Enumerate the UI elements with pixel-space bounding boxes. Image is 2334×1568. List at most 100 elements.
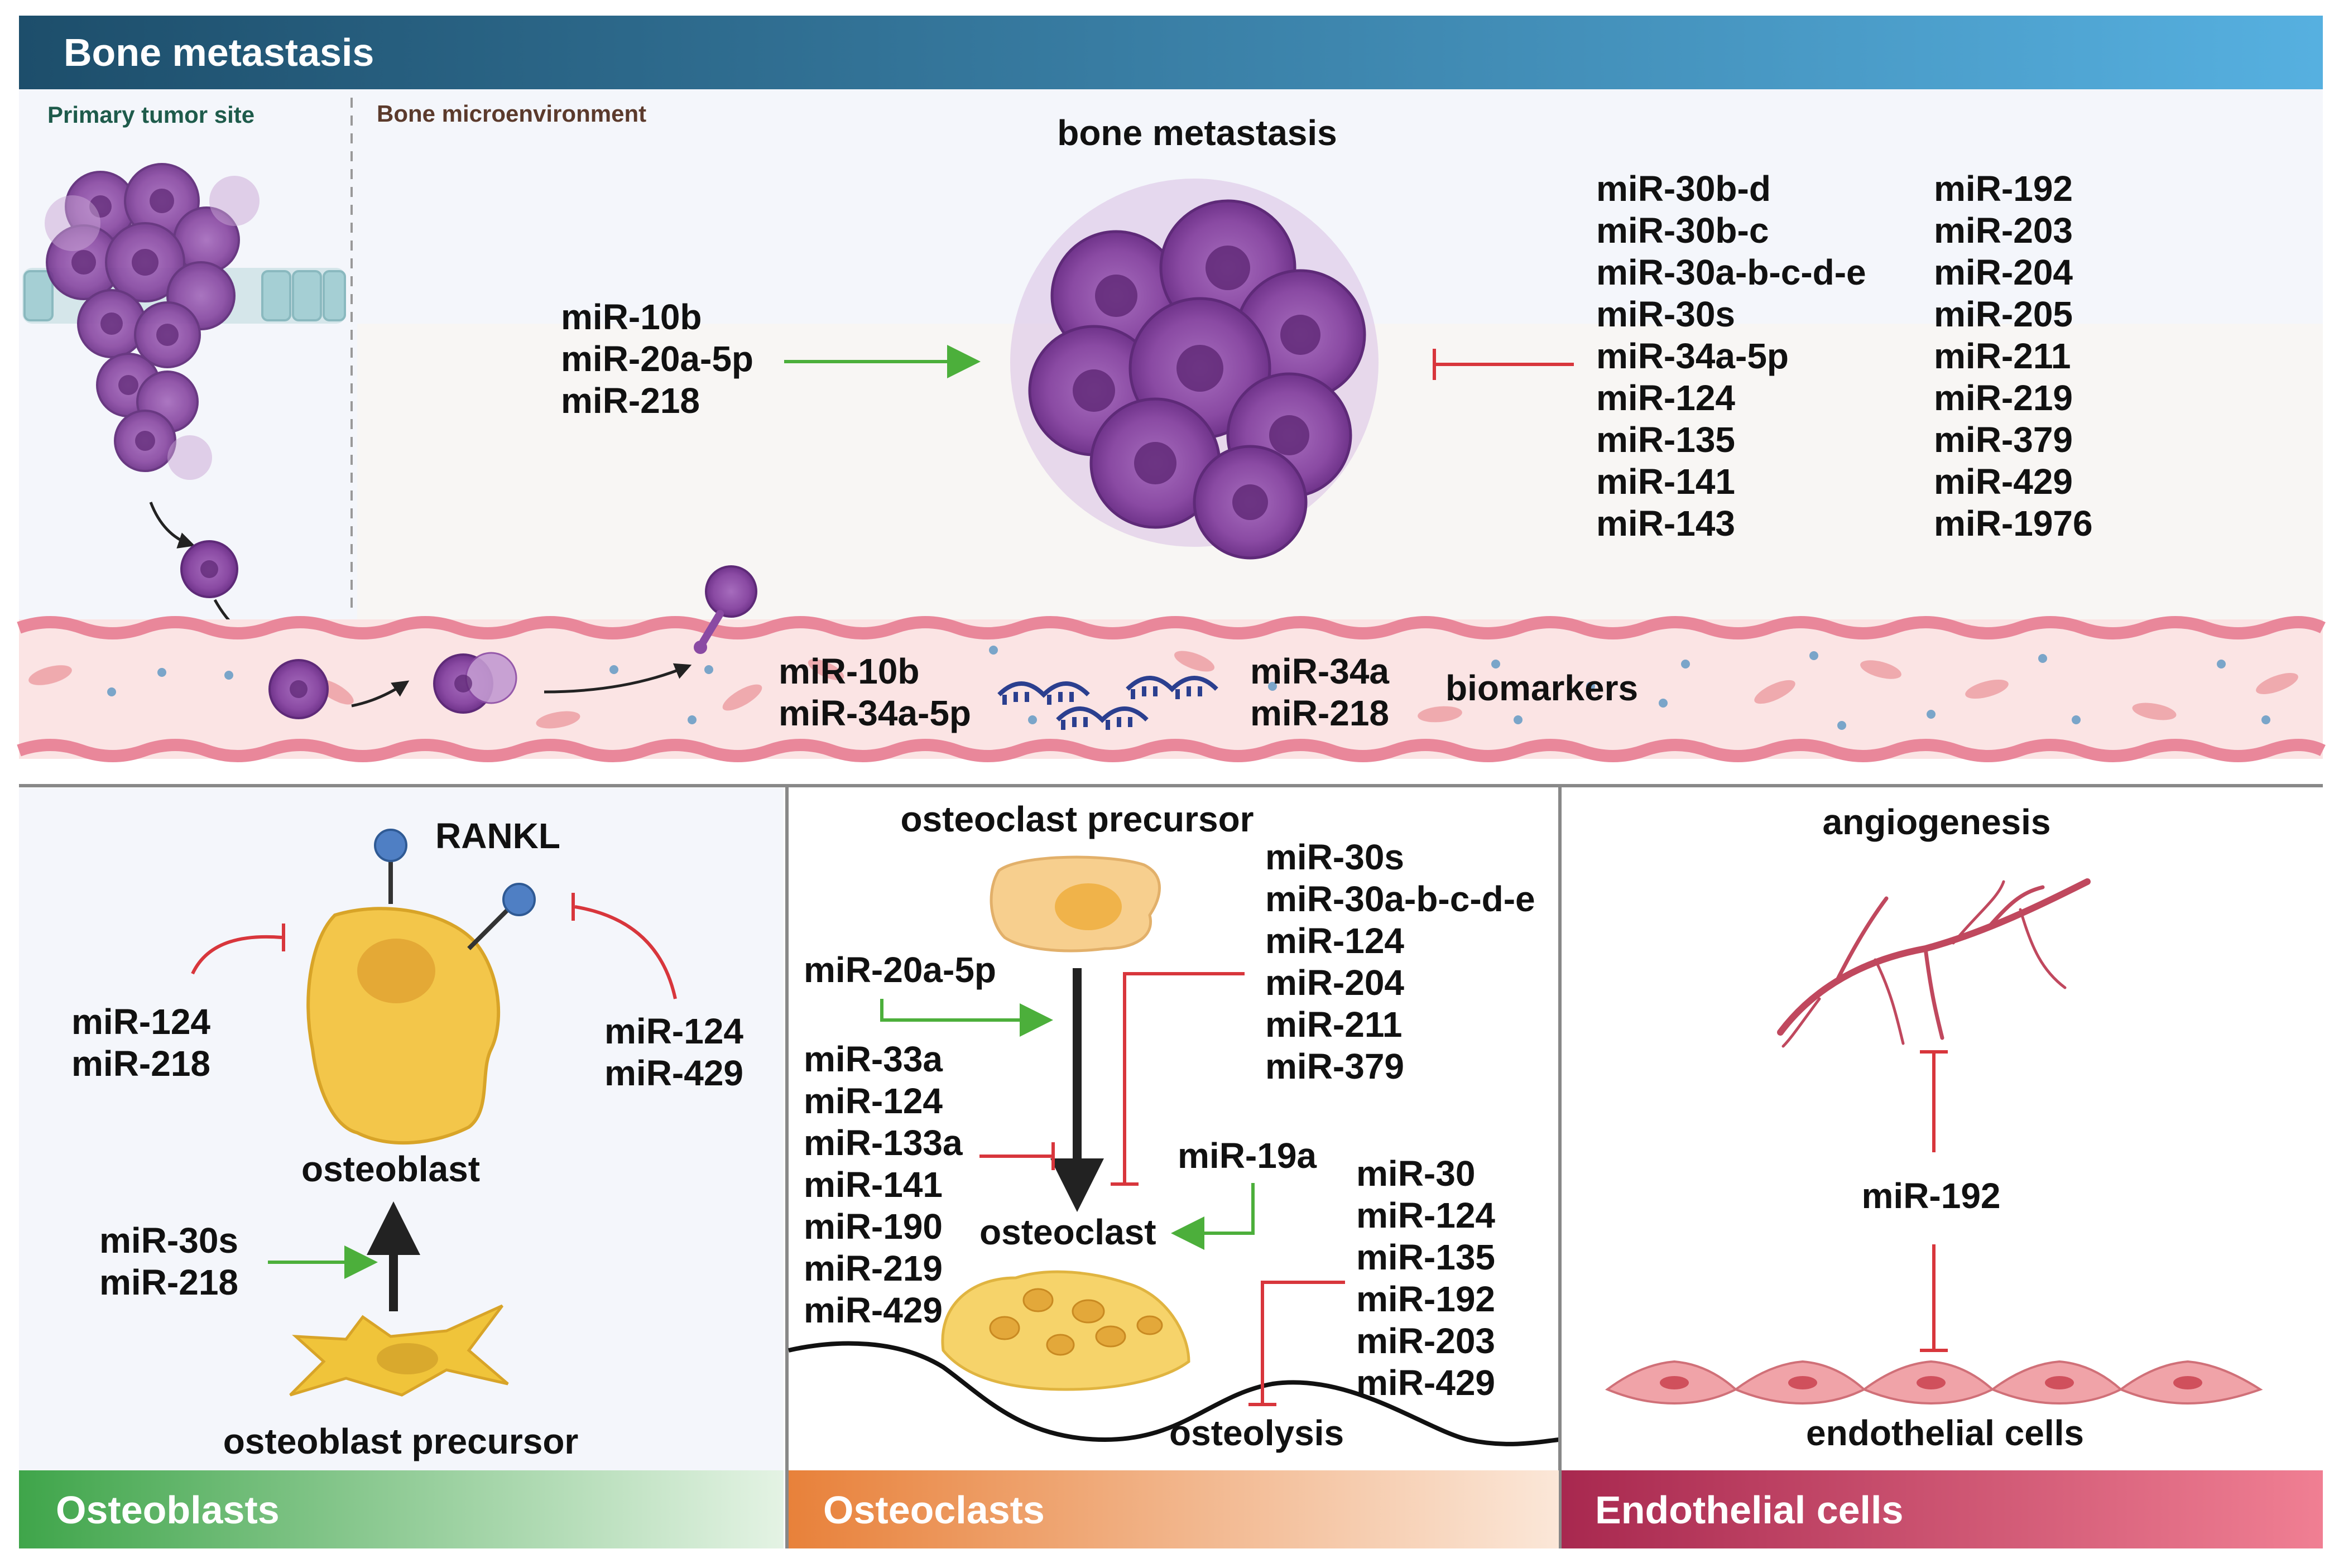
mirna-label: miR-135 (1596, 420, 1735, 460)
mirna-label: miR-30a-b-c-d-e (1265, 879, 1535, 919)
primary-tumor-icon (22, 163, 346, 480)
mirna-label: miR-143 (1596, 503, 1735, 543)
mirna-label: miR-429 (804, 1290, 943, 1330)
mirna-label: miR-204 (1934, 252, 2073, 292)
bone-metastasis-label: bone metastasis (1057, 113, 1337, 153)
mirna-label: miR-218 (561, 381, 700, 421)
mirna-label: miR-429 (604, 1053, 743, 1093)
mirna-label: miR-205 (1934, 294, 2073, 334)
endothelial-cells-icon (1605, 1360, 2263, 1405)
mirna-label: miR-10b (779, 651, 920, 691)
mirna-label: miR-124 (804, 1081, 943, 1121)
biomarkers-label: biomarkers (1445, 668, 1638, 708)
bone-microenvironment-label: Bone microenvironment (377, 100, 646, 127)
endothelial-panel: angiogenesis miR-192 (1562, 788, 2323, 1470)
promote-arrow (1171, 1183, 1255, 1250)
mirna-hairpin-icon (997, 676, 1218, 730)
endothelial-cells-label: endothelial cells (1806, 1413, 2084, 1453)
page-title: Bone metastasis (64, 31, 374, 74)
endothelial-band-label: Endothelial cells (1595, 1488, 1903, 1532)
mirna-label: miR-30 (1356, 1153, 1475, 1194)
top-panel: Primary tumor site Bone microenvironment (19, 89, 2323, 652)
osteoclasts-band-label: Osteoclasts (823, 1488, 1045, 1532)
mirna-label: miR-218 (99, 1262, 238, 1302)
osteoclasts-band (789, 1470, 1559, 1548)
circulating-mirnas: miR-10b miR-34a-5p miR-34a miR-218 bioma… (779, 651, 1638, 733)
mirna-label: miR-34a-5p (1596, 336, 1789, 376)
inhibit-arc-right (574, 905, 677, 999)
osteolysis-label: osteolysis (1169, 1413, 1344, 1453)
mirna-label: miR-192 (1356, 1279, 1495, 1319)
blood-vessel: miR-10b miR-34a-5p miR-34a miR-218 bioma… (17, 565, 2326, 762)
angiogenesis-label: angiogenesis (1823, 802, 2051, 842)
bone-surface (788, 1341, 1559, 1446)
mirna-label: miR-30a-b-c-d-e (1596, 252, 1866, 292)
mirna-label: miR-124 (1596, 378, 1735, 418)
osteoclast-label: osteoclast (979, 1212, 1156, 1252)
inhibit-arc-left (191, 935, 282, 975)
inhibit-path (1123, 972, 1245, 1183)
mirna-label: miR-20a-5p (804, 950, 996, 990)
osteoblast-precursor-label: osteoblast precursor (223, 1421, 579, 1461)
bottom-bands: Osteoblasts Osteoclasts Endothelial cell… (19, 1470, 2323, 1548)
mirna-label: miR-219 (804, 1248, 943, 1288)
mirna-label: miR-218 (1250, 693, 1389, 733)
circulating-tumor-cells (268, 565, 757, 719)
mirna-label: miR-379 (1265, 1046, 1404, 1086)
osteoblasts-band (19, 1470, 784, 1548)
vesicle-dots (107, 646, 2270, 730)
mirna-label: miR-10b (561, 297, 702, 337)
mirna-label: miR-190 (804, 1206, 943, 1247)
mirna-label: miR-30s (99, 1220, 238, 1261)
mirna-label: miR-124 (1356, 1195, 1495, 1235)
inhibitor-list-col2: miR-192 miR-203 miR-204 miR-205 miR-211 … (1934, 169, 2093, 543)
mirna-label: miR-211 (1265, 1004, 1402, 1045)
bone-metastasis-tumor-icon (1010, 179, 1379, 560)
mirna-label: miR-30b-d (1596, 169, 1771, 209)
mirna-label: miR-211 (1934, 336, 2071, 376)
mirna-label: miR-133a (804, 1123, 963, 1163)
mirna-label: miR-30b-c (1596, 210, 1769, 251)
mirna-label: miR-124 (1265, 921, 1404, 961)
inhibit-path (1261, 1281, 1345, 1403)
mirna-label: miR-204 (1265, 963, 1404, 1003)
osteoblast-precursor-icon (289, 1304, 509, 1397)
osteoclast-cell-icon (941, 1270, 1190, 1391)
header-bar: Bone metastasis (19, 16, 2323, 89)
metastasis-promoters: miR-10b miR-20a-5p miR-218 (561, 297, 981, 421)
mirna-label: miR-379 (1934, 420, 2073, 460)
osteoclast-precursor-label: osteoclast precursor (900, 799, 1254, 839)
mirna-label: miR-124 (71, 1002, 210, 1042)
mirna-label: miR-141 (804, 1165, 943, 1205)
osteoclasts-panel: osteoclast precursor miR-30s miR-30a-b-c… (788, 788, 1559, 1470)
blood-vessel-branch-icon (1777, 878, 2091, 1048)
mirna-label: miR-141 (1596, 461, 1735, 502)
mirna-label: miR-203 (1934, 210, 2073, 251)
mirna-label: miR-218 (71, 1043, 210, 1084)
mirna-label: miR-124 (604, 1011, 743, 1051)
red-blood-cells (28, 651, 2298, 729)
mirna-label: miR-429 (1356, 1363, 1495, 1403)
inhibitor-list-col1: miR-30b-d miR-30b-c miR-30a-b-c-d-e miR-… (1596, 169, 1866, 543)
mirna-label: miR-219 (1934, 378, 2073, 418)
osteoblasts-band-label: Osteoblasts (56, 1488, 280, 1532)
mirna-label: miR-30s (1265, 837, 1404, 877)
mirna-label: miR-203 (1356, 1321, 1495, 1361)
metastasis-inhibitors: miR-30b-d miR-30b-c miR-30a-b-c-d-e miR-… (1433, 169, 2093, 543)
endothelial-band (1562, 1470, 2323, 1548)
osteoblast-cell-icon (306, 829, 536, 1145)
mirna-label: miR-192 (1934, 169, 2073, 209)
mirna-label: miR-34a-5p (779, 693, 971, 733)
rankl-label: RANKL (435, 816, 560, 856)
mirna-label: miR-34a (1250, 651, 1389, 691)
mirna-label: miR-135 (1356, 1237, 1495, 1277)
mirna-label: miR-30s (1596, 294, 1735, 334)
promote-arrow (880, 999, 1053, 1037)
osteoclast-precursor-icon (990, 855, 1161, 953)
mirna-label: miR-192 (1862, 1176, 2001, 1216)
osteoblasts-panel: RANKL miR-124 miR-218 miR-124 miR-429 os… (19, 788, 784, 1470)
mirna-label: miR-1976 (1934, 503, 2093, 543)
primary-tumor-label: Primary tumor site (47, 102, 254, 128)
mirna-label: miR-19a (1178, 1136, 1317, 1176)
